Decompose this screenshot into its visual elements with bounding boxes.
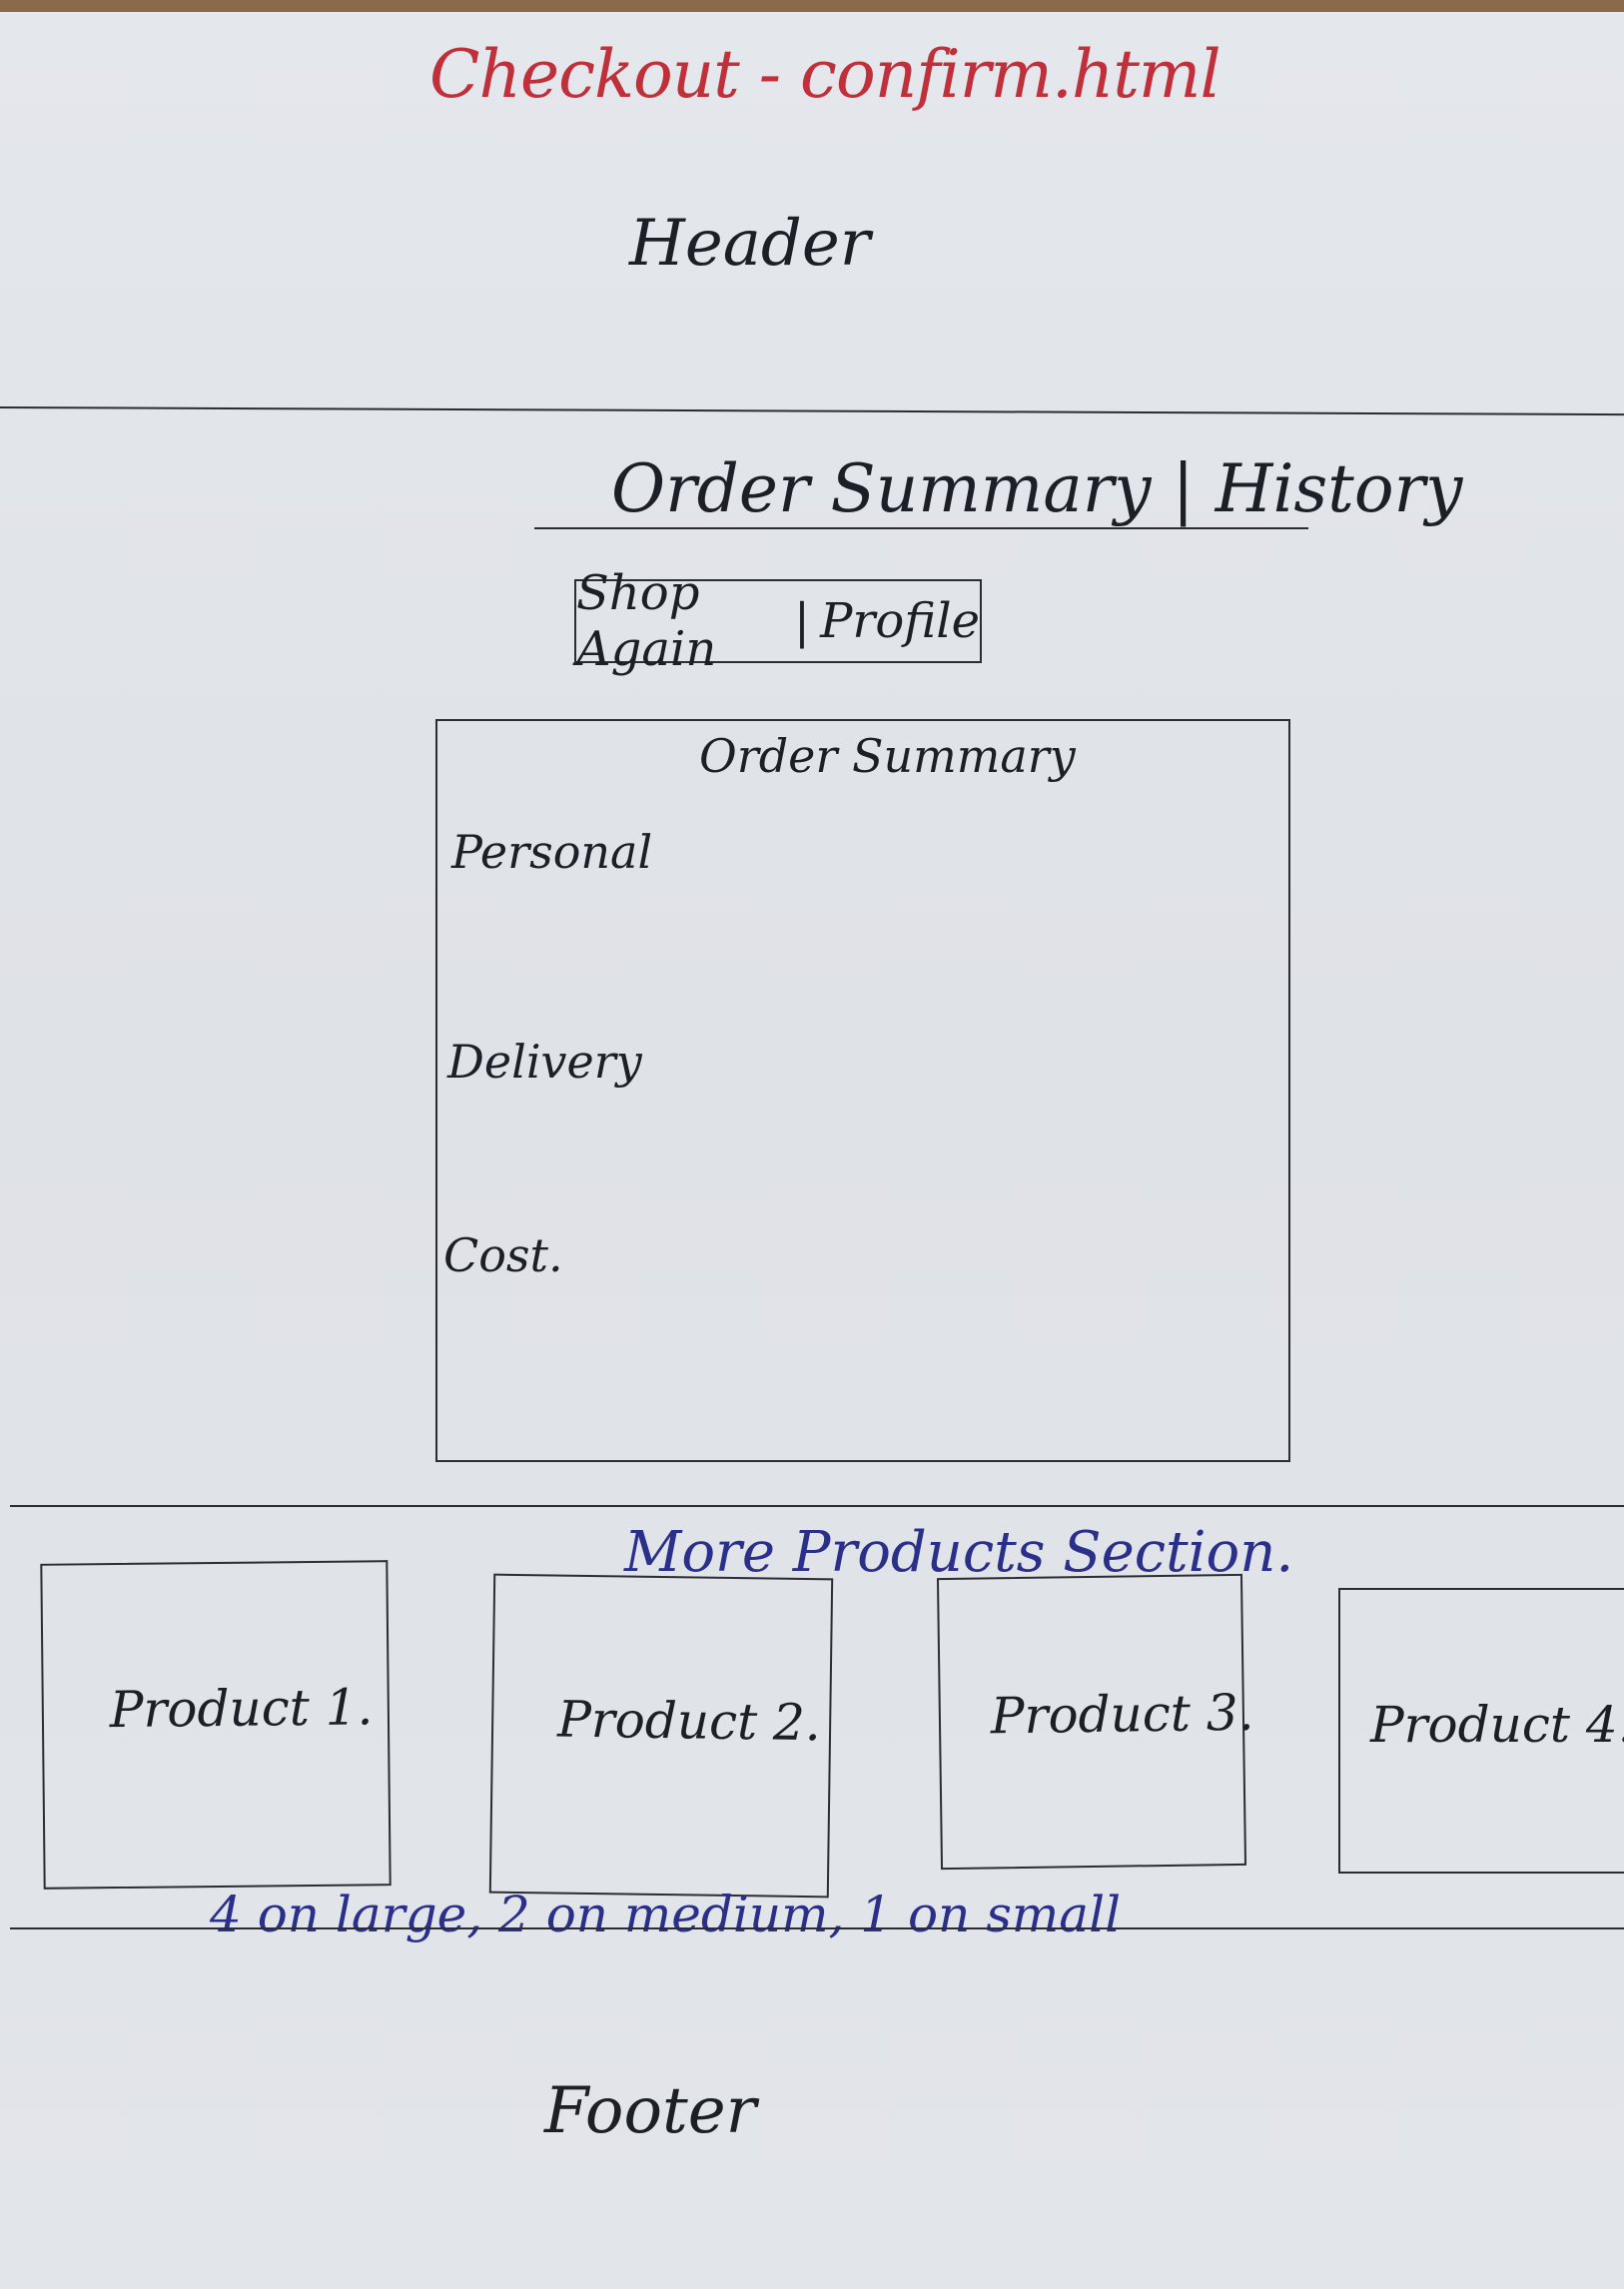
shop-again-button[interactable]: Shop Again (576, 565, 717, 677)
summary-divider (10, 1505, 1624, 1507)
responsive-layout-note: 4 on large, 2 on medium, 1 on small (210, 1886, 1122, 1943)
actions-separator: | (793, 593, 811, 649)
footer-label: Footer (544, 2074, 757, 2148)
summary-heading-underline (534, 527, 1308, 529)
product-label-4: Product 4. (1370, 1696, 1624, 1754)
product-card-1[interactable]: Product 1. (40, 1560, 392, 1890)
summary-history-heading: Order Summary | History (611, 450, 1463, 527)
file-title: Checkout - confirm.html (429, 36, 1221, 113)
product-label-3: Product 3. (990, 1683, 1254, 1746)
sketch-paper: Checkout - confirm.html Header Order Sum… (0, 12, 1624, 2289)
summary-row-personal: Personal (451, 825, 653, 879)
actions-button-group: Shop Again | Profile (574, 565, 982, 677)
order-summary-title: Order Summary (699, 729, 1076, 783)
product-card-4[interactable]: Product 4. (1338, 1588, 1624, 1874)
product-label-1: Product 1. (109, 1678, 374, 1740)
product-label-2: Product 2. (556, 1690, 822, 1753)
footer-divider (10, 1927, 1624, 1929)
summary-row-delivery: Delivery (447, 1035, 642, 1089)
header-divider (0, 406, 1624, 416)
product-card-3[interactable]: Product 3. (936, 1573, 1254, 1871)
summary-row-cost: Cost. (443, 1228, 563, 1282)
product-card-2[interactable]: Product 2. (488, 1573, 834, 1899)
order-summary-box (435, 719, 1290, 1462)
profile-button[interactable]: Profile (820, 593, 980, 649)
header-label: Header (629, 207, 871, 281)
more-products-title: More Products Section. (624, 1520, 1294, 1585)
